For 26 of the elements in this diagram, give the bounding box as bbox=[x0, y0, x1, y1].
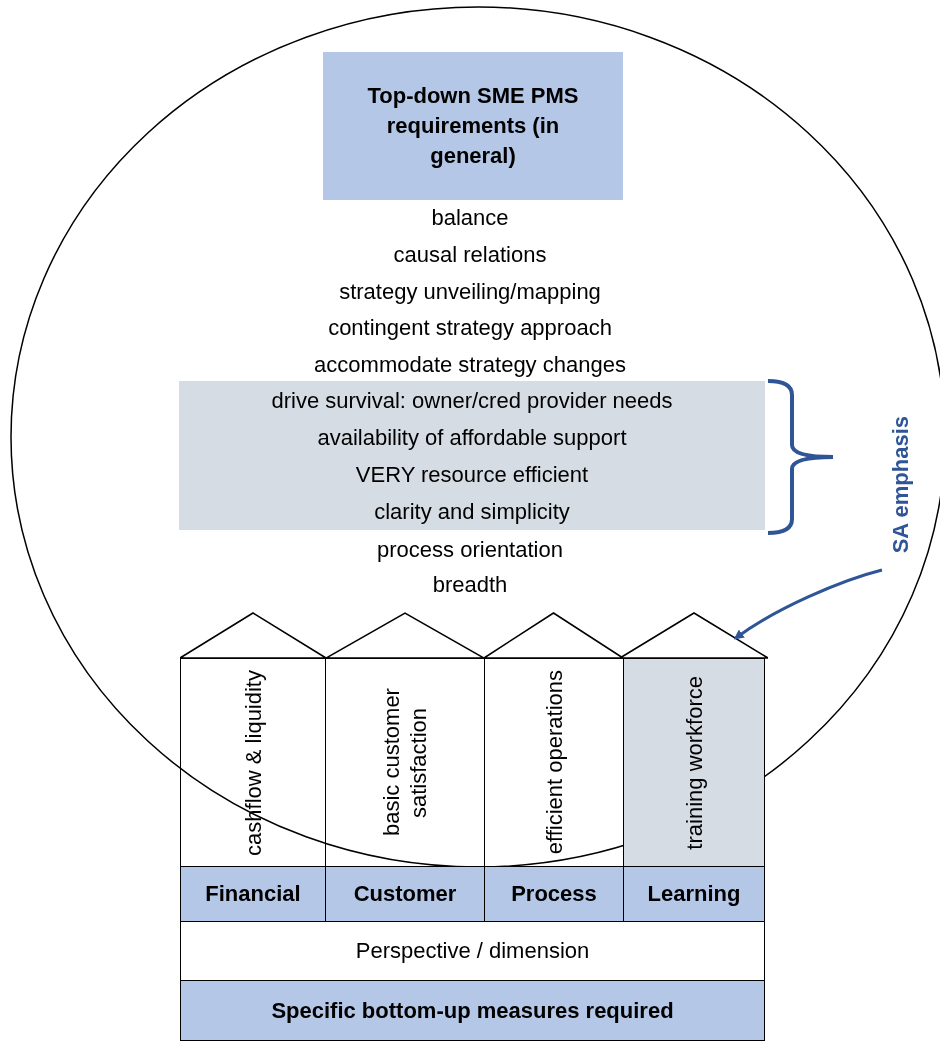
perspective-header: Financial bbox=[180, 866, 326, 922]
requirement-text: clarity and simplicity bbox=[374, 497, 570, 526]
requirement-text: breadth bbox=[432, 572, 508, 597]
requirement-text: causal relations bbox=[393, 242, 547, 267]
requirement-text: accommodate strategy changes bbox=[314, 352, 626, 377]
perspective-header: Learning bbox=[623, 866, 765, 922]
title-box: Top-down SME PMS requirements (in general) bbox=[323, 52, 623, 200]
dimension-bar: Perspective / dimension bbox=[180, 921, 765, 981]
requirement-text: contingent strategy approach bbox=[328, 315, 612, 340]
requirement-text: strategy unveiling/mapping bbox=[339, 279, 601, 304]
requirement-text: drive survival: owner/cred provider needs bbox=[271, 386, 673, 415]
roof-triangle bbox=[180, 612, 326, 659]
emphasis-label: SA emphasis bbox=[882, 385, 918, 585]
perspective-header: Customer bbox=[325, 866, 485, 922]
highlight-band bbox=[179, 381, 765, 530]
perspective-header: Process bbox=[484, 866, 624, 922]
measures-bar: Specific bottom-up measures required bbox=[180, 980, 765, 1041]
pillar-column: training workforce bbox=[623, 658, 765, 867]
curved-arrow bbox=[733, 568, 883, 640]
roof-triangle bbox=[484, 612, 623, 659]
roof-triangle bbox=[326, 612, 484, 659]
roof-triangle bbox=[620, 612, 768, 659]
requirement-text: balance bbox=[431, 205, 509, 230]
requirement-text: availability of affordable support bbox=[317, 423, 627, 452]
requirement-text: process orientation bbox=[377, 537, 563, 562]
requirement-text: VERY resource efficient bbox=[355, 460, 589, 489]
